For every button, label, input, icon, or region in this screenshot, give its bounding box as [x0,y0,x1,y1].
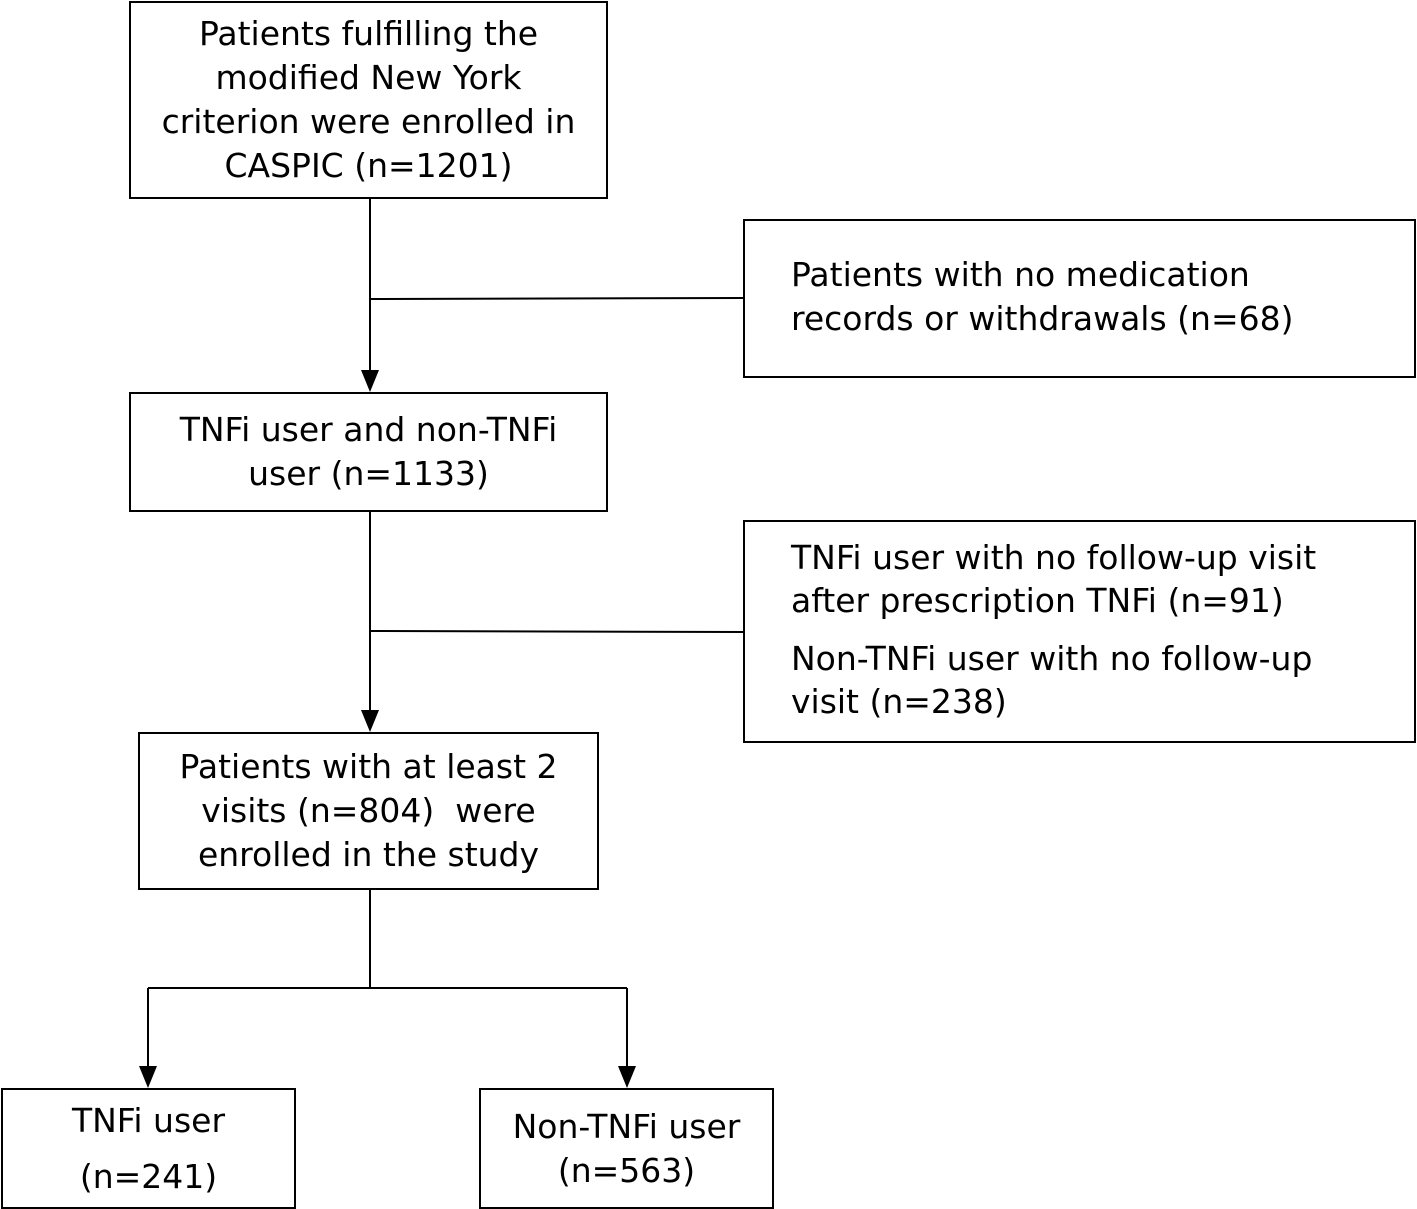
study-box: Patients with at least 2 visits (n=804) … [138,732,599,890]
connector-exclusion-2 [369,630,745,633]
enrolled-box: Patients fulfilling the modified New Yor… [129,1,608,199]
exclusion-2-line-4: visit (n=238) [791,682,1007,721]
exclusion-box-2: TNFi user with no follow-up visit after … [743,520,1416,743]
arrow-head-to-study [361,710,379,732]
exclusion-1-line-1: Patients with no medication [791,255,1250,294]
exclusion-box-1: Patients with no medication records or w… [743,219,1416,378]
non-tnfi-line-1: Non-TNFi user [512,1106,741,1146]
users-line-2: user (n=1133) [248,454,489,493]
enrolled-line-3: criterion were enrolled in [161,102,576,141]
exclusion-2-line-1: TNFi user with no follow-up visit [791,538,1317,577]
study-line-3: enrolled in the study [197,835,540,874]
arrow-head-to-tnfi [139,1066,157,1088]
users-box: TNFi user and non-TNFi user (n=1133) [129,392,608,512]
arrow-head-to-non-tnfi [618,1066,636,1088]
study-line-2: visits (n=804) were [201,791,536,830]
tnfi-line-1: TNFi user [71,1100,226,1140]
tnfi-line-2: (n=241) [79,1156,218,1196]
enrolled-line-2: modified New York [215,58,522,97]
users-line-1: TNFi user and non-TNFi [179,410,558,449]
exclusion-2-line-2: after prescription TNFi (n=91) [791,581,1284,620]
exclusion-1-line-2: records or withdrawals (n=68) [791,299,1294,338]
exclusion-2-line-3: Non-TNFi user with no follow-up [791,639,1313,678]
enrolled-line-4: CASPIC (n=1201) [224,146,513,185]
connector-exclusion-1 [369,297,745,300]
arrow-head-to-users [361,370,379,392]
tnfi-user-box: TNFi user (n=241) [1,1088,296,1209]
non-tnfi-line-2: (n=563) [557,1150,696,1190]
study-line-1: Patients with at least 2 [179,747,558,786]
enrolled-line-1: Patients fulfilling the [198,14,539,53]
non-tnfi-user-box: Non-TNFi user (n=563) [479,1088,774,1209]
